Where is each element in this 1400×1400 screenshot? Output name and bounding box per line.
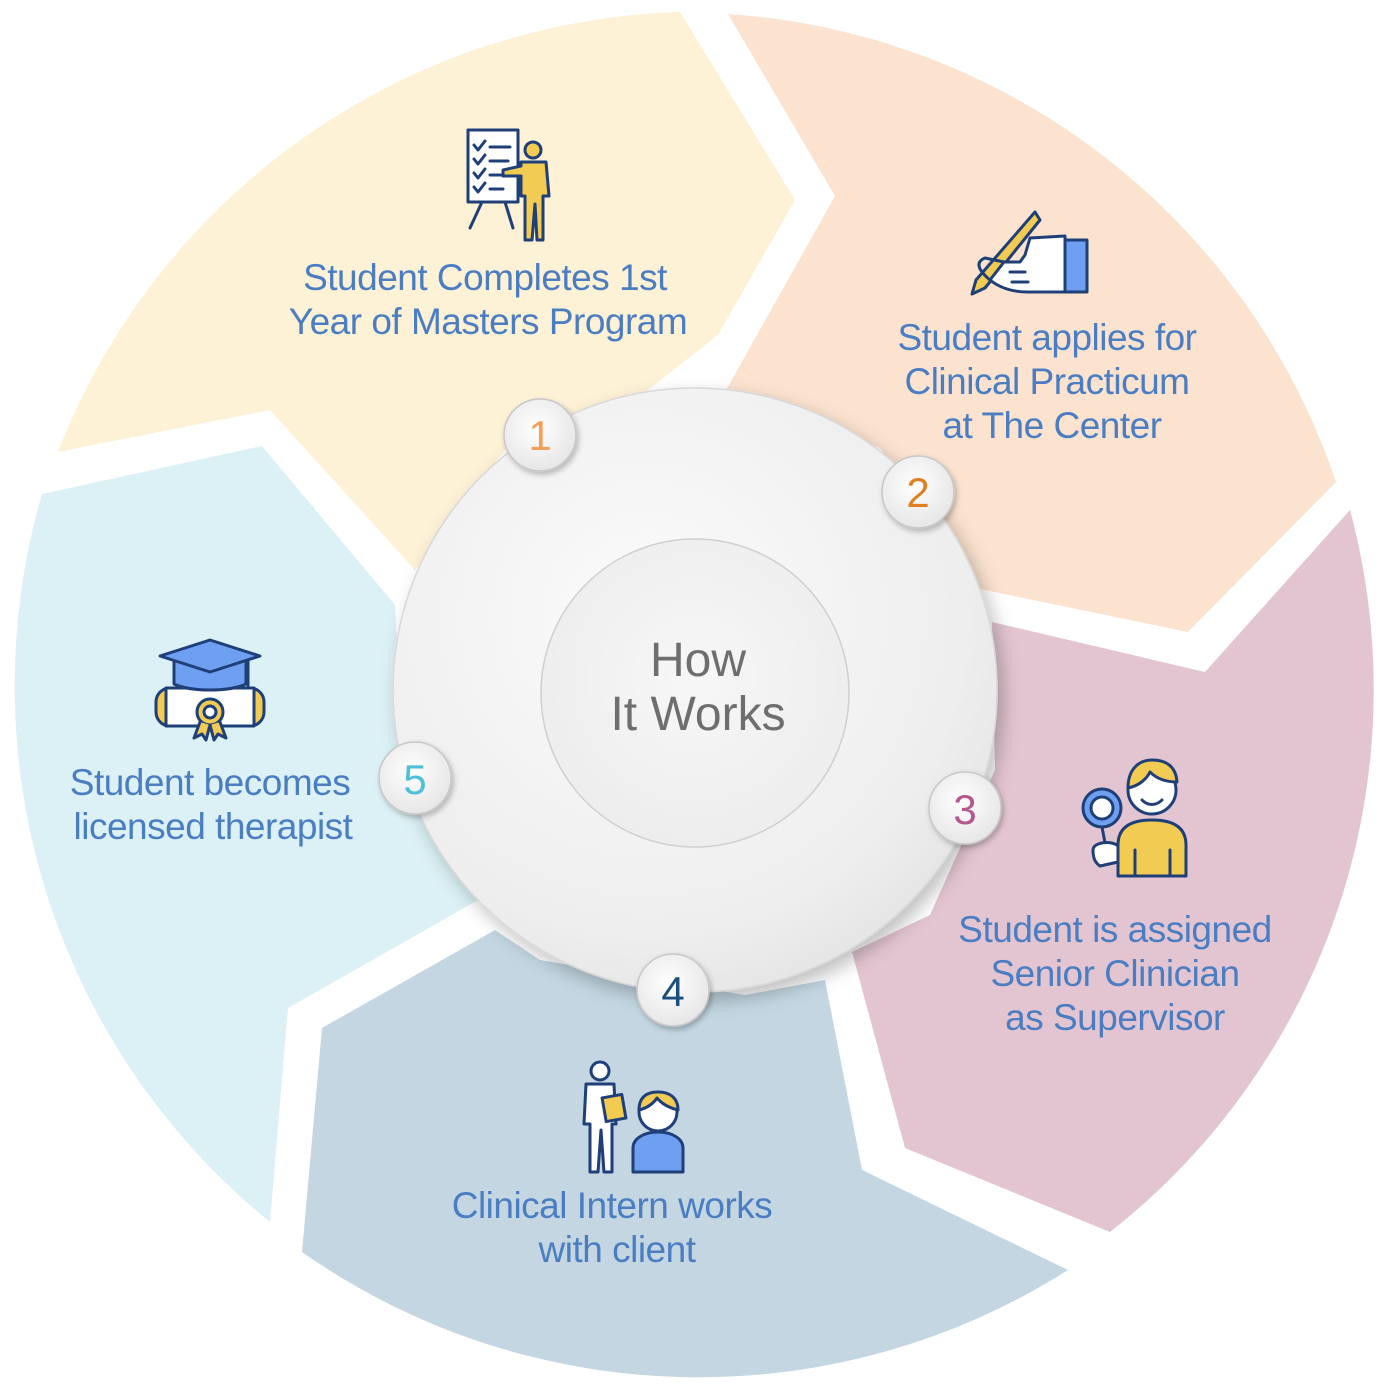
step-2-label-line-1: Student applies for — [897, 317, 1196, 358]
hub-inner-disc — [540, 538, 850, 848]
step-3-label-line-1: Student is assigned — [958, 909, 1271, 950]
step-2: Student applies for Clinical Practicum a… — [897, 210, 1197, 446]
hub: How It Works — [392, 387, 998, 993]
person-magnifier-icon — [1081, 758, 1188, 878]
step-5: Student becomes licensed therapist — [70, 638, 354, 847]
segment-5 — [14, 446, 478, 1222]
step-5-label-line-1: Student becomes — [70, 762, 350, 803]
step-number-2: 2 — [906, 469, 929, 516]
segment-2 — [725, 14, 1336, 632]
step-4: Clinical Intern works with client — [452, 1060, 773, 1270]
step-badge-5: 5 — [378, 741, 452, 815]
hand-writing-pen-icon — [970, 210, 1089, 296]
step-badges: 1 2 3 4 5 — [378, 398, 1002, 1027]
step-3: Student is assigned Senior Clinician as … — [958, 758, 1272, 1038]
step-5-label-line-2: licensed therapist — [74, 806, 354, 847]
step-number-1: 1 — [528, 412, 551, 459]
segment-4 — [302, 930, 1068, 1378]
step-4-label-line-1: Clinical Intern works — [452, 1185, 773, 1226]
step-1-label-line-2: Year of Masters Program — [289, 301, 687, 342]
segment-1 — [58, 12, 795, 570]
step-badge-1: 1 — [503, 398, 577, 472]
step-1: Student Completes 1st Year of Masters Pr… — [289, 128, 688, 342]
step-4-label-line-2: with client — [538, 1229, 697, 1270]
step-number-3: 3 — [953, 786, 976, 833]
step-3-label-line-3: as Supervisor — [1005, 997, 1225, 1038]
step-number-5: 5 — [403, 756, 426, 803]
segments — [14, 12, 1374, 1378]
step-2-label-line-3: at The Center — [942, 405, 1161, 446]
intern-with-client-icon — [582, 1060, 685, 1174]
hub-title-line-1: How — [650, 634, 746, 687]
step-2-label-line-2: Clinical Practicum — [904, 361, 1189, 402]
step-badge-2: 2 — [881, 455, 955, 529]
step-number-4: 4 — [661, 968, 684, 1015]
segment-3 — [852, 510, 1374, 1232]
step-badge-4: 4 — [636, 953, 710, 1027]
presentation-board-icon — [466, 128, 551, 242]
step-1-label-line-1: Student Completes 1st — [303, 257, 668, 298]
step-badge-3: 3 — [928, 771, 1002, 845]
graduation-diploma-icon — [154, 638, 266, 742]
step-3-label-line-2: Senior Clinician — [990, 953, 1239, 994]
hub-title-line-2: It Works — [610, 688, 785, 741]
